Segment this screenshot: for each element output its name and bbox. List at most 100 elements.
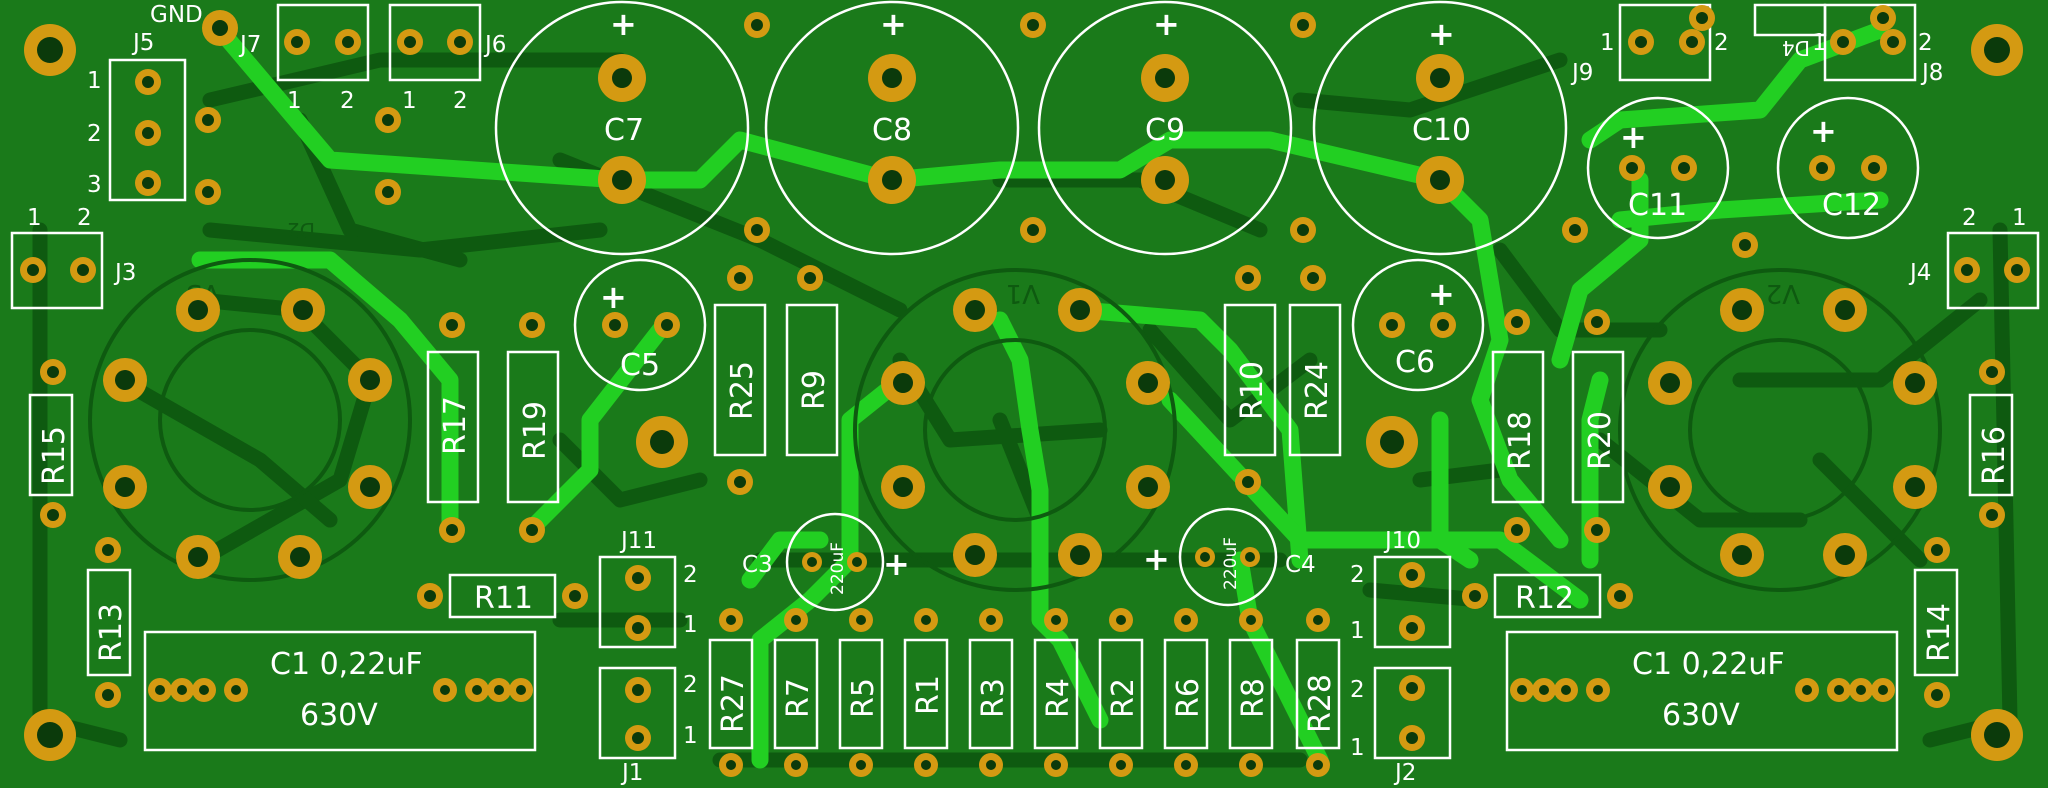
j10-pin2: 2 xyxy=(1350,562,1365,588)
r9-label: R9 xyxy=(797,370,832,410)
r3-label: R3 xyxy=(976,678,1011,718)
j5-pin2: 2 xyxy=(87,121,102,147)
c3-plus: + xyxy=(883,545,910,583)
j11-pin2: 2 xyxy=(683,562,698,588)
resistor-r25: R25 xyxy=(713,265,767,495)
resistor-r16: R16 xyxy=(1968,359,2014,528)
mounting-holes xyxy=(24,24,2023,761)
c5-label: C5 xyxy=(620,348,660,383)
pads-between-caps xyxy=(744,12,1758,258)
j5-label: J5 xyxy=(131,30,154,56)
tube-label-v1: V1 xyxy=(1006,278,1040,308)
capacitor-c1-right: C1 0,22uF 630V xyxy=(1505,630,1899,752)
r25-label: R25 xyxy=(725,361,760,420)
r6-label: R6 xyxy=(1171,678,1206,718)
j3-label: J3 xyxy=(113,260,136,286)
c10-label: C10 xyxy=(1412,113,1471,148)
resistor-r2: R2 xyxy=(1098,608,1144,777)
r11-label: R11 xyxy=(474,581,533,616)
connector-j6: J6 1 2 xyxy=(388,3,506,114)
r10-label: R10 xyxy=(1235,361,1270,420)
capacitor-c10: + C10 xyxy=(1312,0,1568,256)
j8-label: J8 xyxy=(1920,60,1943,86)
connector-j11: J11 2 1 xyxy=(598,528,698,649)
resistor-r6: R6 xyxy=(1163,608,1209,777)
j6-pin2: 2 xyxy=(453,88,468,114)
connector-j10: J10 2 1 xyxy=(1350,528,1452,649)
j10-pin1: 1 xyxy=(1350,618,1365,644)
resistor-r12: R12 xyxy=(1462,573,1633,619)
j2-label: J2 xyxy=(1393,760,1416,786)
j8-pin1: 1 xyxy=(1812,30,1827,56)
resistor-r10: R10 xyxy=(1223,265,1277,495)
c11-plus: + xyxy=(1620,118,1647,156)
r27-label: R27 xyxy=(716,674,751,733)
connector-j9: J9 1 2 xyxy=(1570,3,1729,86)
c9-label: C9 xyxy=(1145,113,1185,148)
j11-pin1: 1 xyxy=(683,612,698,638)
misc-pads-left: D2 xyxy=(195,107,401,242)
tube-socket-v1: V1 xyxy=(853,268,1177,592)
capacitor-c5: + C5 xyxy=(573,258,707,392)
j3-pin1: 1 xyxy=(27,205,42,231)
r5-label: R5 xyxy=(846,678,881,718)
c6-plus: + xyxy=(1428,275,1455,313)
j8-pin2: 2 xyxy=(1918,30,1933,56)
resistor-r18: R18 xyxy=(1491,309,1545,543)
r17-label: R17 xyxy=(438,396,473,455)
capacitor-c4: C4 + 220uF xyxy=(1143,507,1316,607)
tube-pins-v2 xyxy=(1648,288,1937,577)
connector-j8: J8 1 2 xyxy=(1812,3,1943,86)
j6-pin1: 1 xyxy=(402,88,417,114)
connector-j1: J1 2 1 xyxy=(598,666,698,786)
r20-label: R20 xyxy=(1583,411,1618,470)
resistor-r4: R4 xyxy=(1033,608,1079,777)
c5-plus: + xyxy=(600,278,627,316)
c6-label: C6 xyxy=(1395,345,1435,380)
d2-label: D2 xyxy=(287,218,315,242)
c9-plus: + xyxy=(1153,5,1180,43)
capacitor-c12: + C12 xyxy=(1776,96,1920,240)
r12-label: R12 xyxy=(1515,581,1574,616)
j7-pin2: 2 xyxy=(340,88,355,114)
resistor-r15: R15 xyxy=(28,359,74,528)
resistor-r20: R20 xyxy=(1571,309,1625,543)
resistor-r13: R13 xyxy=(86,537,132,708)
capacitor-c8: + C8 xyxy=(764,0,1020,256)
r16-label: R16 xyxy=(1977,426,2012,485)
c4-label: C4 xyxy=(1285,552,1316,578)
c7-plus: + xyxy=(610,5,637,43)
c12-label: C12 xyxy=(1822,188,1881,223)
r2-label: R2 xyxy=(1106,678,1141,718)
c10-plus: + xyxy=(1428,15,1455,53)
tube-pins-v1 xyxy=(636,288,1418,577)
resistor-r19: R19 xyxy=(506,312,560,543)
r7-label: R7 xyxy=(781,678,816,718)
j6-label: J6 xyxy=(483,32,506,58)
j5-pin1: 1 xyxy=(87,68,102,94)
c1-right-value: C1 0,22uF xyxy=(1632,647,1785,682)
j1-label: J1 xyxy=(620,760,643,786)
j1-pin1: 1 xyxy=(683,723,698,749)
resistor-r8: R8 xyxy=(1228,608,1274,777)
d4-label: D4 xyxy=(1782,36,1810,60)
j4-pin1: 1 xyxy=(2012,205,2027,231)
c3-label: C3 xyxy=(742,552,773,578)
diode-d4: D4 xyxy=(1753,3,1827,60)
connector-j2: J2 2 1 xyxy=(1350,666,1452,786)
j11-label: J11 xyxy=(619,528,657,554)
c3-value: 220uF xyxy=(828,542,848,595)
connector-j7: J7 1 2 xyxy=(238,3,370,114)
c12-plus: + xyxy=(1810,112,1837,150)
gnd-label: GND xyxy=(150,2,203,28)
bottom-resistor-row: R27 R7 R5 R1 R3 xyxy=(708,608,1341,777)
connector-j3: J3 1 2 xyxy=(10,205,136,310)
resistor-r5: R5 xyxy=(838,608,884,777)
capacitor-c9: + C9 xyxy=(1037,0,1293,256)
j7-label: J7 xyxy=(238,32,261,58)
resistor-r11: R11 xyxy=(417,573,588,619)
r18-label: R18 xyxy=(1503,411,1538,470)
tube-socket-v2: V2 xyxy=(1618,268,1942,592)
resistor-r17: R17 xyxy=(426,312,480,543)
